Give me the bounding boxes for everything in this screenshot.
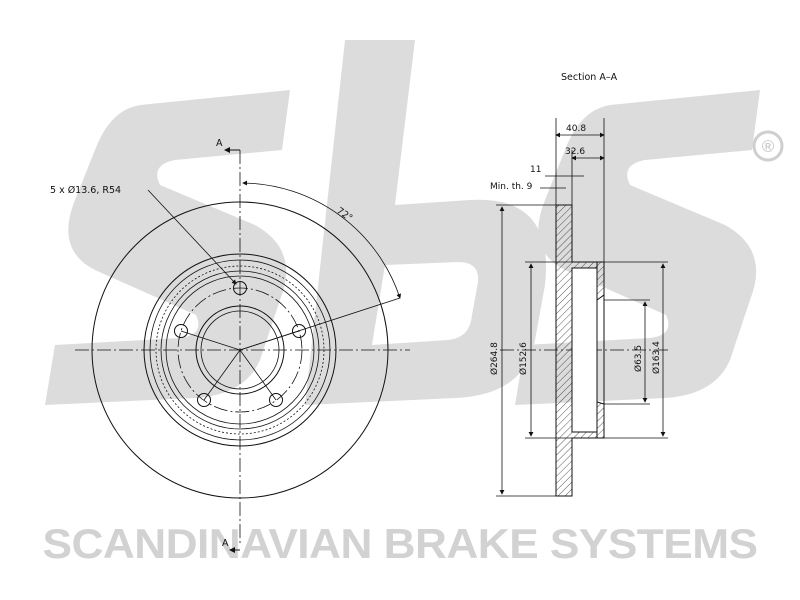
hat-inner-area: [571, 267, 598, 433]
bolt-radial-line: [239, 349, 277, 401]
center-bore-inner: [200, 310, 280, 390]
hat-step: [160, 270, 320, 430]
bolt-hole: [269, 393, 283, 407]
registered-circle-icon: [752, 130, 784, 162]
min-thickness-label: Min. th. 9: [490, 182, 533, 192]
bolt-radial-line: [180, 330, 241, 351]
sbs-watermark-logo: [45, 40, 760, 405]
bolt-hole: [197, 393, 211, 407]
disc-outer-edge: [91, 201, 389, 499]
section-marker-top: A: [216, 138, 223, 149]
section-view: Section A–A 40.8 32.6 11 Min. th. 9 Ø264…: [489, 72, 670, 497]
brand-slogan: SCANDINAVIAN BRAKE SYSTEMS: [43, 520, 758, 567]
angle-dimension-arc: [242, 180, 402, 299]
center-bore-outer: [195, 305, 285, 395]
bolt-radial-line: [203, 349, 241, 401]
disc-thickness-label: 11: [530, 165, 541, 175]
hat-outer-edge: [149, 259, 331, 441]
hat-face: [165, 275, 315, 425]
bolt-leader-line: [147, 189, 237, 285]
friction-ring-inner-edge: [143, 253, 337, 447]
section-marker-bottom: A: [222, 538, 229, 549]
bolt-hole: [174, 324, 188, 338]
disc-front-view: 72° 5 x Ø13.6, R54 A A: [50, 138, 410, 553]
bolt-pitch-circle: [177, 287, 303, 413]
hat-width-label: 32.6: [565, 147, 585, 157]
pilot-diameter-label: Ø152.6: [518, 342, 529, 375]
center-bore-label: Ø63.5: [633, 345, 644, 372]
outer-diameter-label: Ø264.8: [489, 342, 500, 375]
bolt-pattern-label: 5 x Ø13.6, R54: [50, 185, 121, 196]
bolt-hole: [292, 324, 306, 338]
registered-mark: ®: [762, 137, 775, 156]
overall-width-label: 40.8: [566, 124, 586, 134]
vent-ring: [155, 265, 325, 435]
hat-diameter-label: Ø163.4: [651, 341, 662, 374]
section-title: Section A–A: [561, 72, 618, 83]
angle-extension-line: [239, 297, 401, 351]
